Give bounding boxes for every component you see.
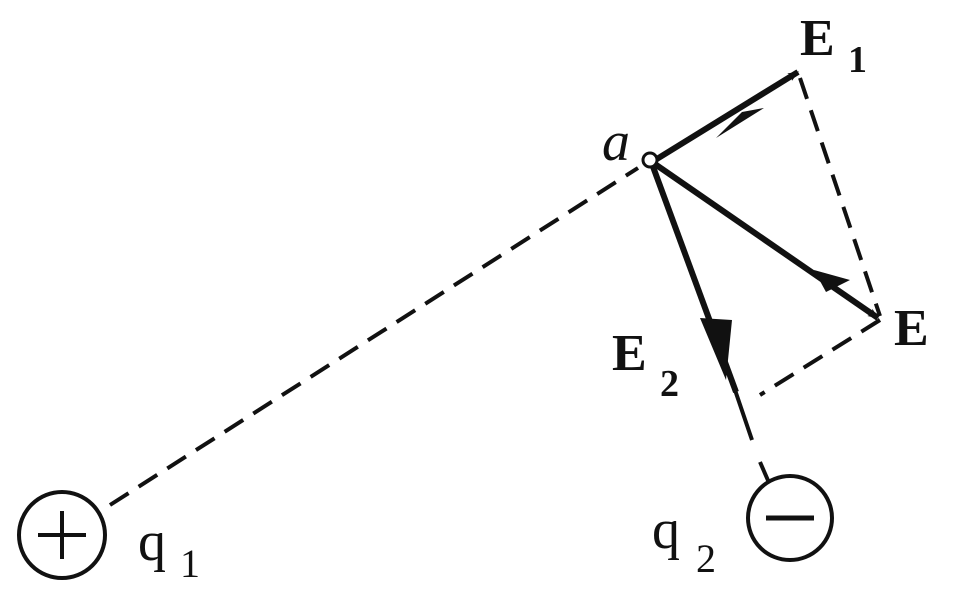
charge-q2 xyxy=(746,474,834,562)
vector-e-arrow xyxy=(650,159,880,321)
label-q2-subscript: 2 xyxy=(696,536,716,581)
label-e2: E xyxy=(612,325,647,382)
label-e2-subscript: 2 xyxy=(660,363,679,405)
label-e: E xyxy=(894,300,929,357)
e2-extension-line xyxy=(733,389,754,441)
label-q1-subscript: 1 xyxy=(180,541,200,586)
vector-e1-arrow xyxy=(650,69,800,165)
vector-e2-midhead xyxy=(700,318,732,380)
e-to-e2-dashed-line xyxy=(758,318,882,397)
label-e1-subscript: 1 xyxy=(848,39,867,81)
label-q1: q xyxy=(138,511,166,573)
label-point-a: a xyxy=(602,111,630,173)
label-q2: q xyxy=(652,499,680,561)
vector-e-midhead xyxy=(814,270,850,292)
q1-to-a-dashed-line xyxy=(108,166,640,507)
point-a-marker xyxy=(641,151,659,169)
vector-e1-midhead xyxy=(716,108,764,138)
charge-q1 xyxy=(17,490,107,580)
e1-to-e-dashed-line xyxy=(798,77,882,317)
label-e1: E xyxy=(800,10,835,67)
